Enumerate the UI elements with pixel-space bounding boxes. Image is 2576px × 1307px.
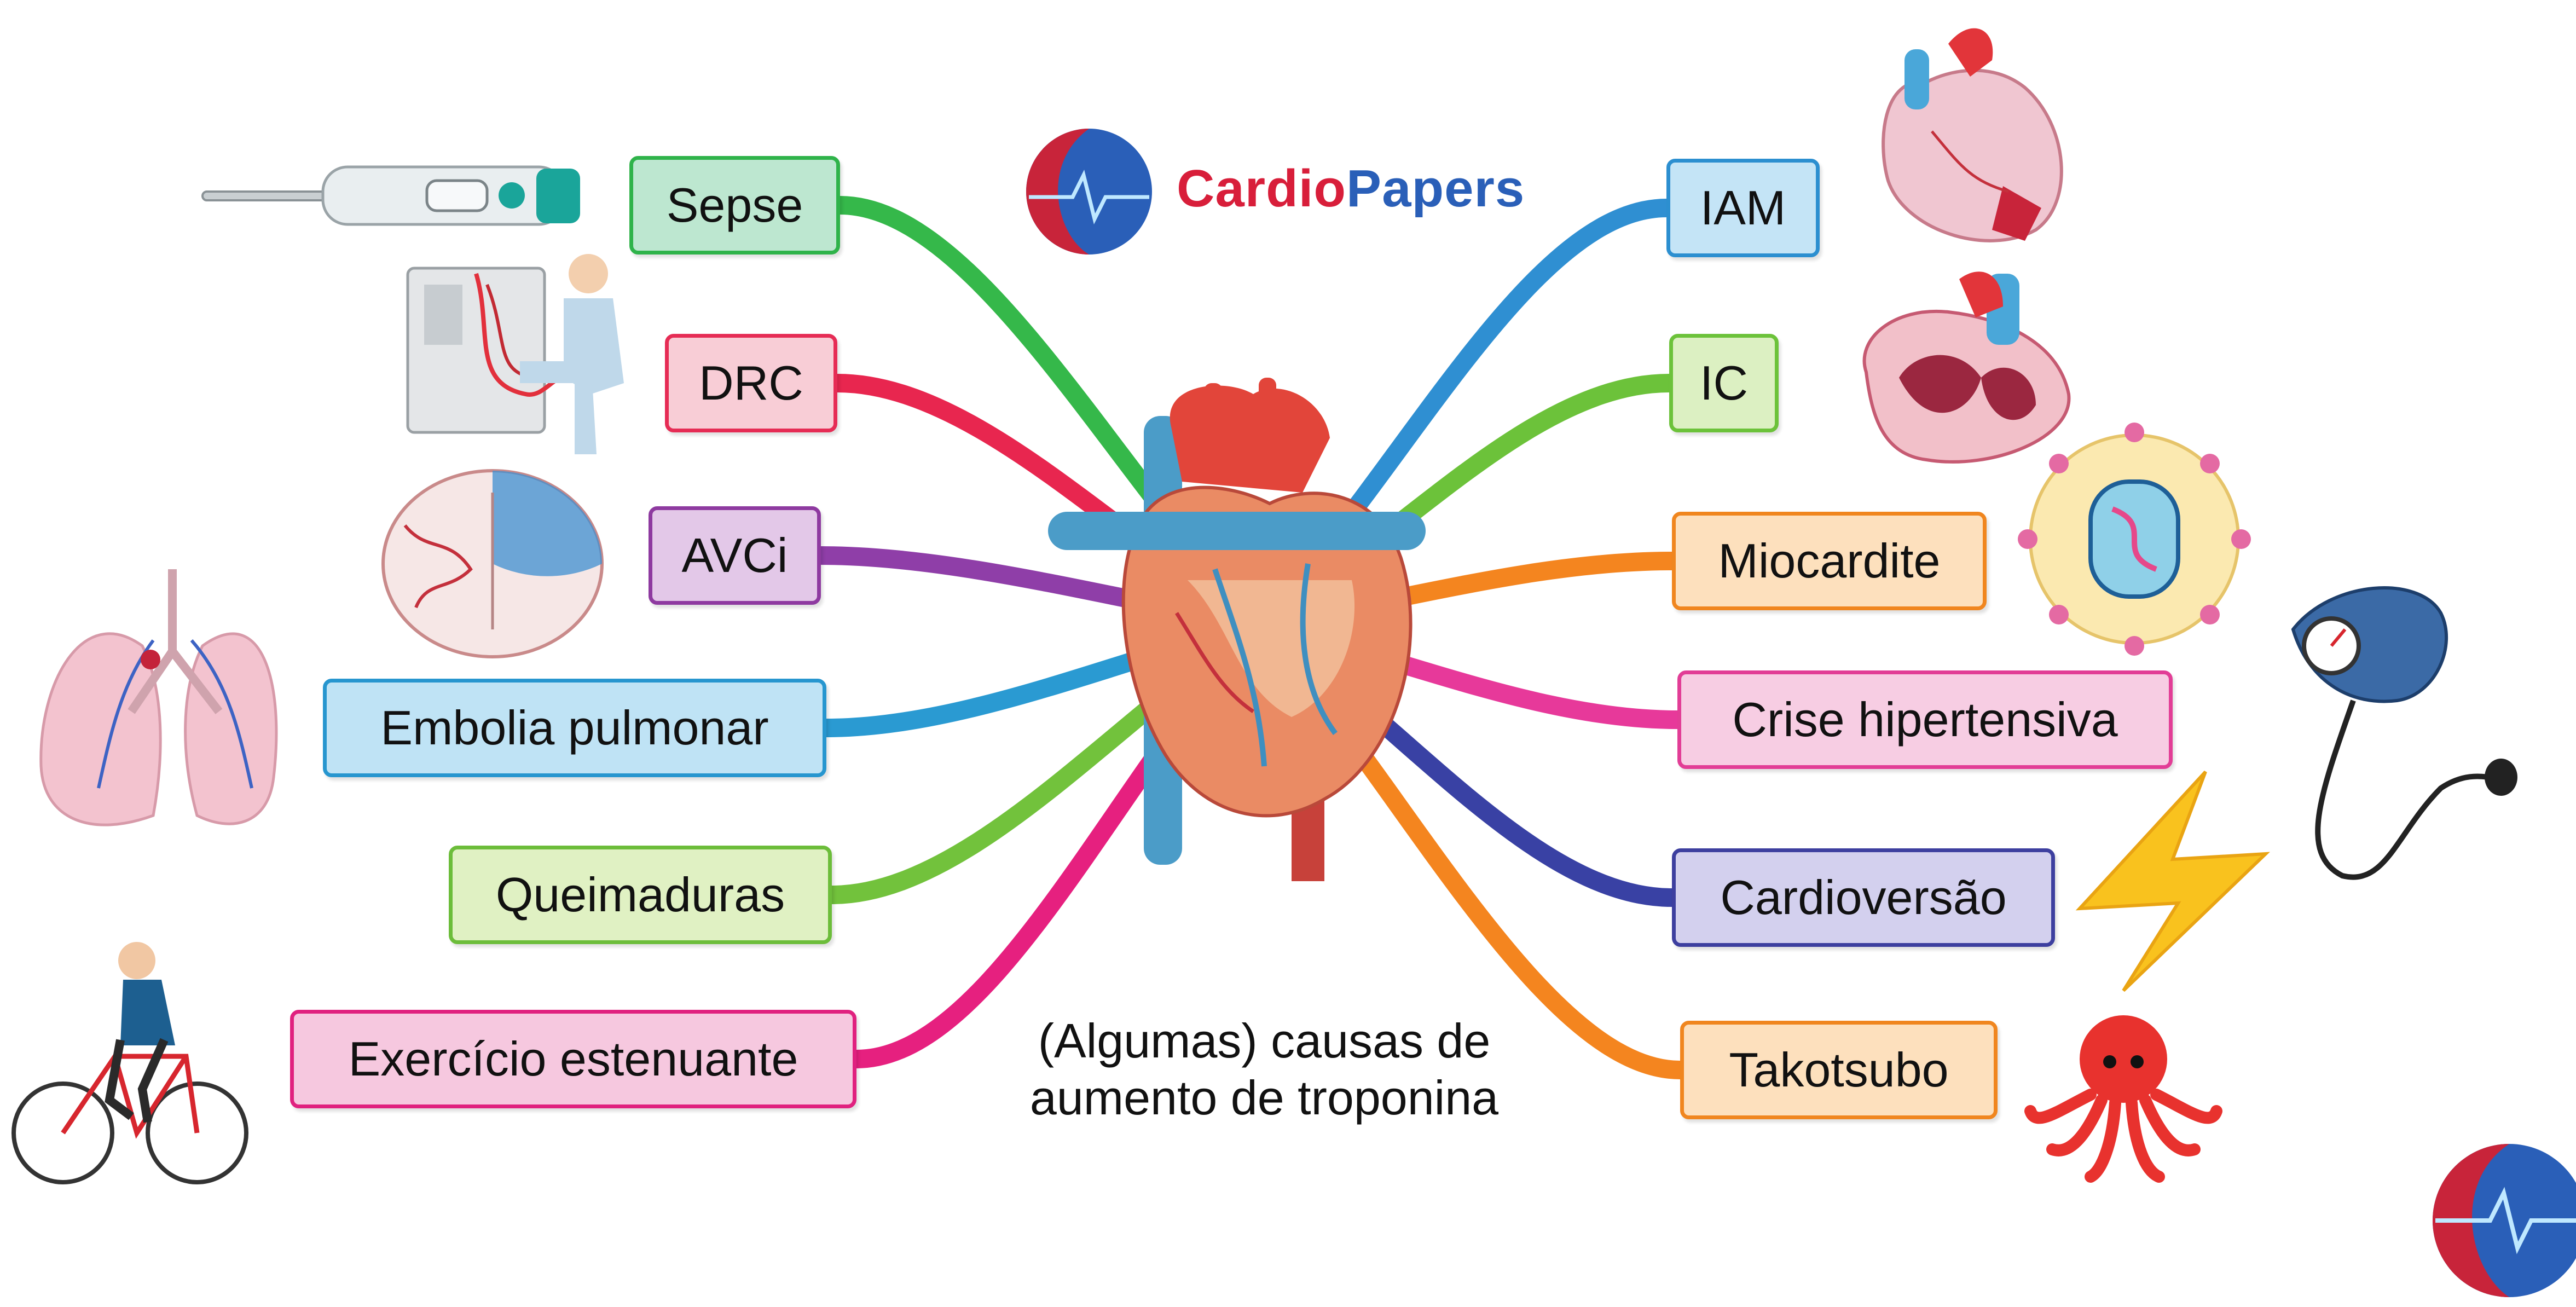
cause-miocardite: Miocardite [1672, 512, 1987, 610]
brand-part-cardio: Cardio [1177, 159, 1346, 218]
thermometer-icon [202, 167, 580, 224]
cause-avci: AVCi [649, 506, 821, 605]
brand-title: CardioPapers [1177, 159, 1525, 219]
virus-icon [2018, 423, 2251, 656]
corner-globe-icon [2433, 1144, 2576, 1297]
diagram-caption: (Algumas) causas de aumento de troponina [963, 1013, 1565, 1126]
brand-part-papers: Papers [1346, 159, 1525, 218]
brain-icon [383, 471, 602, 657]
cause-exercicio-estenuante: Exercício estenuante [290, 1010, 856, 1108]
heart-infarct-icon [1883, 28, 2062, 241]
cause-sepse: Sepse [629, 156, 840, 255]
cause-embolia-pulmonar: Embolia pulmonar [323, 679, 826, 777]
cause-cardioversao: Cardioversão [1672, 848, 2055, 947]
cause-takotsubo: Takotsubo [1680, 1021, 1998, 1119]
caption-line-2: aumento de troponina [963, 1069, 1565, 1126]
cyclist-icon [14, 942, 246, 1182]
lightning-icon [2080, 772, 2266, 991]
cause-iam: IAM [1666, 159, 1820, 257]
heart-icon [1067, 378, 1411, 881]
cause-drc: DRC [665, 334, 837, 432]
cardiopapers-logo-icon [1026, 129, 1152, 255]
cause-crise-hipertensiva: Crise hipertensiva [1677, 670, 2173, 769]
lungs-icon [41, 569, 276, 825]
cause-ic: IC [1669, 334, 1779, 432]
caption-line-1: (Algumas) causas de [963, 1013, 1565, 1069]
cause-queimaduras: Queimaduras [449, 846, 832, 944]
dialysis-icon [408, 254, 624, 454]
blood-pressure-cuff-icon [2293, 588, 2517, 877]
heart-section-icon [1865, 271, 2069, 462]
octopus-icon [2030, 1015, 2216, 1177]
